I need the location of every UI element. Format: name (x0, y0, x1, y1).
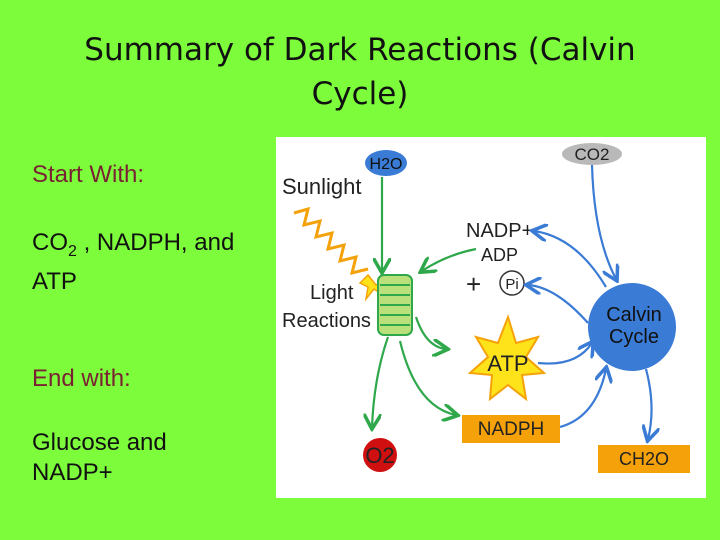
start-with-label: Start With: (32, 161, 145, 188)
ch2o-label: CH2O (619, 449, 669, 469)
slide-title: Summary of Dark Reactions (Calvin Cycle) (40, 28, 680, 116)
start-items: CO2 , NADPH, and ATP (32, 228, 234, 297)
start-items-line2: ATP (32, 268, 77, 295)
light-to-nadph-arrow (398, 340, 456, 415)
start-items-rest: , NADPH, and (76, 229, 235, 256)
nadph-box (462, 415, 560, 443)
reactions-label: Reactions (282, 310, 371, 332)
nadph-label: NADPH (478, 419, 545, 440)
calvin-cycle-circle (588, 283, 676, 371)
sunlight-label: Sunlight (282, 174, 362, 199)
co2-to-calvin-arrow (590, 164, 616, 279)
nadp-plus-label: NADP+ (466, 220, 533, 242)
light-to-atp-arrow (414, 316, 446, 349)
ch2o-box (598, 445, 690, 473)
atp-to-calvin-arrow (537, 343, 592, 365)
end-items-line2: NADP+ (32, 459, 113, 486)
thylakoid-stack-icon (377, 274, 413, 336)
o2-circle (363, 438, 397, 472)
pi-label: Pi (505, 276, 518, 293)
plus-sign: + (466, 269, 481, 299)
calvin-to-ch2o-arrow (646, 368, 652, 439)
light-label: Light (310, 282, 354, 304)
co2-subscript: 2 (68, 243, 77, 260)
calvin-cycle-diagram: H2O CO2 Sunlight Light Reactions NADP+ A… (276, 137, 706, 498)
light-to-o2-arrow (372, 336, 390, 427)
nadph-to-calvin-arrow (559, 369, 606, 429)
title-line-2: Cycle) (311, 76, 409, 112)
calvin-to-pi-arrow (528, 285, 589, 324)
atp-starburst (467, 313, 547, 402)
co2-label: CO2 (575, 145, 610, 164)
h2o-label: H2O (370, 156, 403, 173)
calvin-label: Calvin (606, 304, 662, 326)
sunlight-zigzag (293, 206, 369, 276)
adp-label: ADP (481, 245, 518, 265)
nadp-to-light-arrow (422, 247, 477, 271)
cycle-label: Cycle (609, 326, 659, 348)
atp-label: ATP (487, 351, 528, 376)
end-items: Glucose and NADP+ (32, 428, 167, 488)
title-line-1: Summary of Dark Reactions (Calvin (84, 32, 636, 68)
calvin-to-nadp-arrow (534, 231, 607, 288)
end-with-label: End with: (32, 365, 131, 392)
end-items-line1: Glucose and (32, 429, 167, 456)
h2o-oval (365, 150, 407, 176)
co2-oval (562, 143, 622, 165)
co2-text: CO (32, 229, 68, 256)
o2-label: O2 (365, 443, 394, 468)
